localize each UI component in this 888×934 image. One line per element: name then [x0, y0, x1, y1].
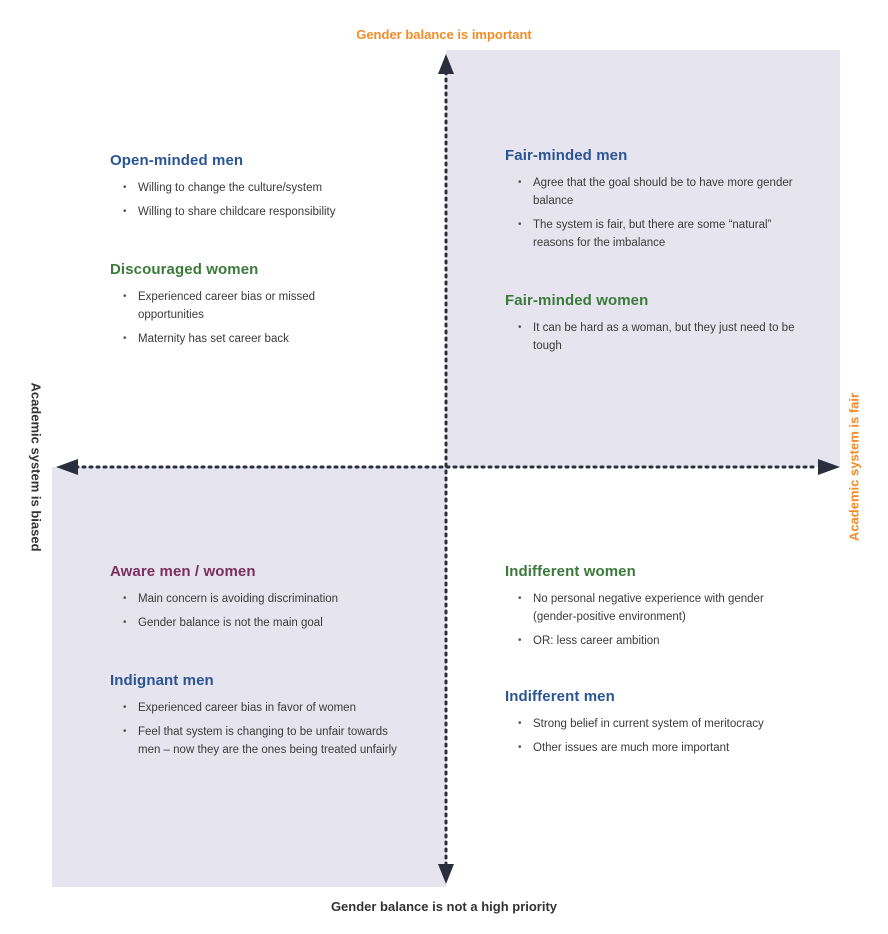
axis-label-top: Gender balance is important	[356, 27, 532, 42]
group-list: Willing to change the culture/system Wil…	[110, 179, 410, 221]
group-indignant-men: Indignant men Experienced career bias in…	[110, 672, 410, 765]
group-indifferent-women: Indifferent women No personal negative e…	[505, 563, 805, 656]
axis-label-bottom: Gender balance is not a high priority	[330, 899, 558, 914]
list-item: Willing to change the culture/system	[110, 179, 410, 197]
list-item: Experienced career bias or missed opport…	[110, 288, 360, 324]
arrow-down-icon	[438, 864, 454, 884]
arrow-up-icon	[438, 54, 454, 74]
list-item: Experienced career bias in favor of wome…	[110, 699, 410, 717]
group-title: Indifferent men	[505, 688, 615, 705]
list-item: Feel that system is changing to be unfai…	[110, 723, 410, 759]
group-title: Discouraged women	[110, 261, 259, 278]
group-title: Indifferent women	[505, 563, 636, 580]
group-list: Experienced career bias or missed opport…	[110, 288, 360, 348]
list-item: Main concern is avoiding discrimination	[110, 590, 410, 608]
list-item: Strong belief in current system of merit…	[505, 715, 785, 733]
arrow-right-icon	[818, 459, 840, 475]
list-item: Agree that the goal should be to have mo…	[505, 174, 805, 210]
list-item: Other issues are much more important	[505, 739, 785, 757]
group-title: Fair-minded men	[505, 147, 628, 164]
quadrant-top-right-background	[446, 50, 840, 467]
list-item: Maternity has set career back	[110, 330, 360, 348]
group-open-minded-men: Open-minded men Willing to change the cu…	[110, 152, 410, 227]
group-title: Indignant men	[110, 672, 214, 689]
list-item: OR: less career ambition	[505, 632, 805, 650]
group-list: Experienced career bias in favor of wome…	[110, 699, 410, 759]
group-title: Open-minded men	[110, 152, 244, 169]
group-list: Agree that the goal should be to have mo…	[505, 174, 805, 252]
group-list: No personal negative experience with gen…	[505, 590, 805, 650]
list-item: It can be hard as a woman, but they just…	[505, 319, 795, 355]
list-item: Gender balance is not the main goal	[110, 614, 410, 632]
group-fair-minded-women: Fair-minded women It can be hard as a wo…	[505, 292, 795, 361]
group-fair-minded-men: Fair-minded men Agree that the goal shou…	[505, 147, 805, 258]
axis-label-right: Academic system is fair	[846, 392, 862, 542]
group-aware-men-women: Aware men / women Main concern is avoidi…	[110, 563, 410, 638]
group-title: Aware men / women	[110, 563, 256, 580]
group-title: Fair-minded women	[505, 292, 649, 309]
group-discouraged-women: Discouraged women Experienced career bia…	[110, 261, 360, 354]
quadrant-bottom-left-background	[52, 467, 446, 887]
group-indifferent-men: Indifferent men Strong belief in current…	[505, 688, 785, 763]
group-list: Strong belief in current system of merit…	[505, 715, 785, 757]
list-item: The system is fair, but there are some “…	[505, 216, 805, 252]
list-item: Willing to share childcare responsibilit…	[110, 203, 410, 221]
list-item: No personal negative experience with gen…	[505, 590, 805, 626]
group-list: It can be hard as a woman, but they just…	[505, 319, 795, 355]
arrow-left-icon	[56, 459, 78, 475]
axis-label-left: Academic system is biased	[28, 382, 44, 552]
group-list: Main concern is avoiding discrimination …	[110, 590, 410, 632]
